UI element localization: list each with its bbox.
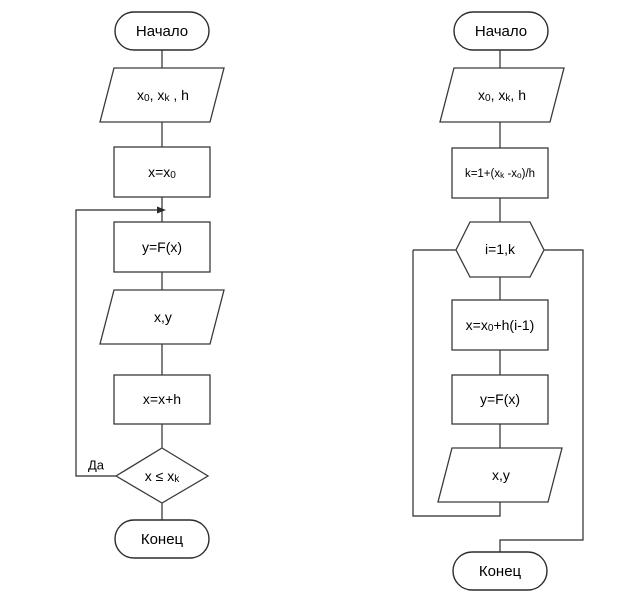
right-input-parallelogram [439,67,565,123]
left-start-terminator [114,11,210,51]
right-xcalc-process [451,299,549,351]
left-input-label: x0, xk , h [137,87,189,105]
loopback-arrowhead-icon [157,206,166,214]
right-flowchart: Начало x0, xk, h k=1+(xk -xo)/h i=1,k x=… [412,11,584,591]
left-compute-process [113,221,211,273]
right-compute-label: y=F(x) [480,391,520,407]
right-count-label: k=1+(xk -xo)/h [465,168,535,180]
left-decision-diamond [114,447,210,504]
r-connector-loop-exit-rail [499,249,584,552]
right-end-label: Конец [479,563,522,580]
left-compute-label: y=F(x) [142,239,182,255]
left-init-label: x=x0 [148,164,176,182]
right-output-parallelogram [437,447,563,503]
left-decision-label: x ≤ xk [145,468,180,486]
left-end-terminator [114,519,210,559]
left-flowchart: Начало x0, xk , h x=x0 y=F(x) x,y [75,11,225,559]
right-start-label: Начало [475,23,527,40]
left-step-label: x=x+h [143,391,181,407]
r-connector-loop-return-rail [412,250,501,517]
connector-loopback-yes [75,209,159,477]
right-xcalc-label: x=x0+h(i-1) [466,317,535,335]
right-count-process [451,147,549,199]
left-end-label: Конец [141,531,184,548]
right-input-label: x0, xk, h [478,87,526,105]
right-loop-header-hexagon [455,221,545,278]
left-input-parallelogram [99,67,225,123]
left-output-parallelogram [99,289,225,345]
left-yes-branch-label: Да [88,457,105,472]
left-start-label: Начало [136,23,188,40]
left-init-process [113,146,211,198]
right-loop-header-label: i=1,k [485,241,516,257]
right-start-terminator [453,11,549,51]
left-step-process [113,374,211,425]
right-output-label: x,y [492,467,510,483]
right-compute-process [451,374,549,425]
left-output-label: x,y [154,309,172,325]
right-end-terminator [452,551,548,591]
